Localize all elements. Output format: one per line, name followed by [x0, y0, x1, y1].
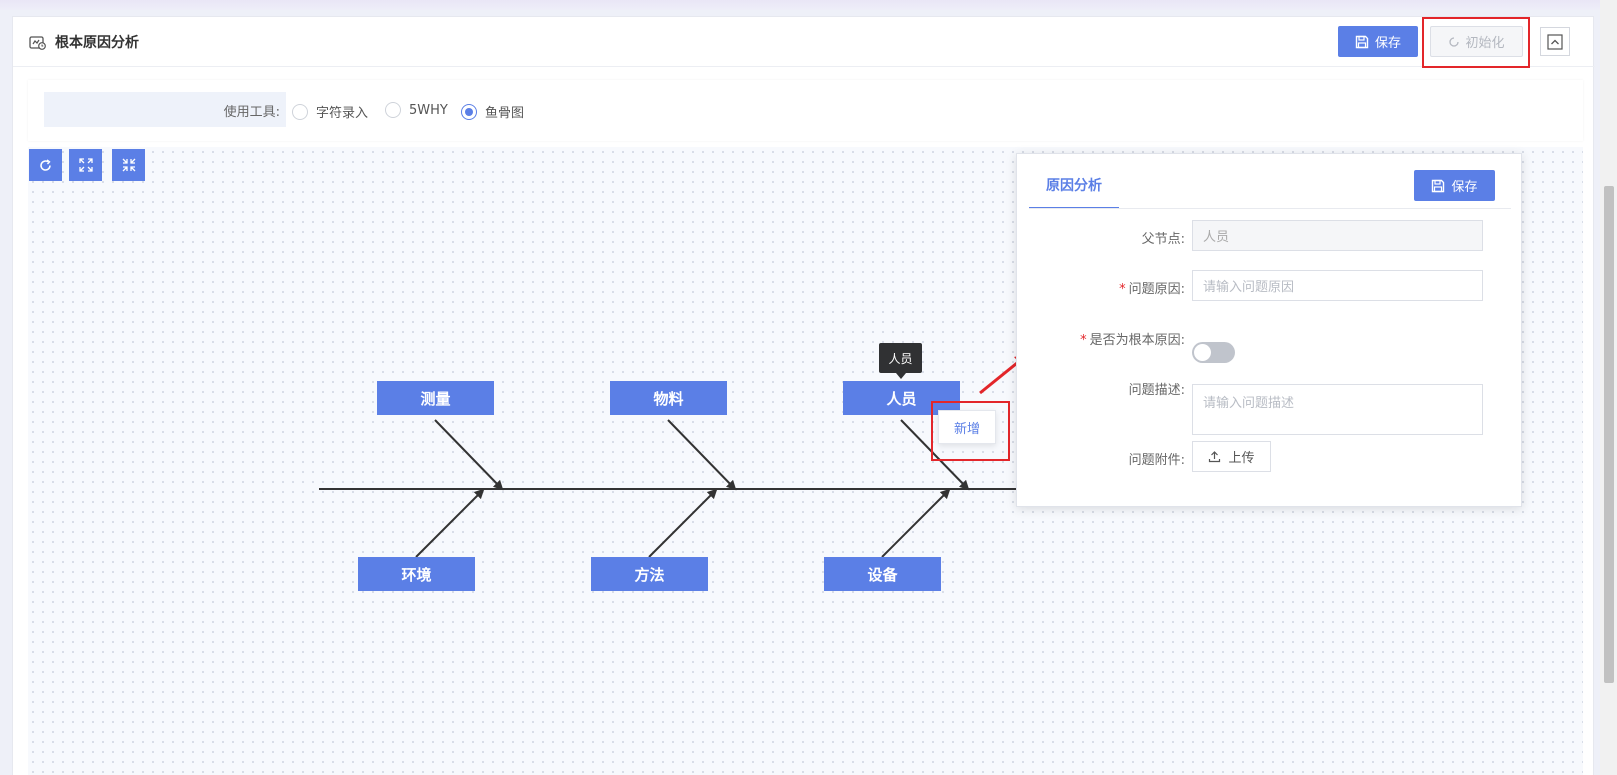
radio-circle: [292, 103, 308, 120]
scrollbar-thumb[interactable]: [1604, 186, 1614, 683]
upload-label: 上传: [1228, 451, 1255, 466]
chevron-up-icon: [1547, 33, 1563, 50]
cause-label-row: *问题原因:: [1119, 278, 1185, 297]
save-icon: [1355, 35, 1369, 48]
radio-5why[interactable]: 5WHY: [385, 102, 448, 118]
bone-equipment: [881, 488, 951, 558]
parent-node-label: 父节点:: [1141, 232, 1185, 247]
cause-placeholder: 请输入问题原因: [1203, 280, 1295, 295]
highlight-box: [931, 401, 1010, 461]
upload-button[interactable]: 上传: [1192, 441, 1271, 472]
radio-circle-checked: [461, 103, 477, 120]
refresh-icon: [1449, 36, 1460, 47]
desc-placeholder: 请输入问题描述: [1203, 396, 1295, 411]
tab-cause-analysis[interactable]: 原因分析: [1029, 162, 1119, 209]
radio-label: 鱼骨图: [485, 106, 525, 121]
radio-fishbone[interactable]: 鱼骨图: [461, 102, 524, 121]
cause-label: 问题原因:: [1128, 282, 1185, 297]
root-cause-panel: 根本原因分析 保存 初始化 使用工具:: [12, 16, 1595, 775]
root-cause-label-row: *是否为根本原因:: [1080, 329, 1185, 348]
radio-text-entry[interactable]: 字符录入: [292, 102, 368, 121]
init-label: 初始化: [1465, 36, 1505, 51]
radio-label: 字符录入: [316, 106, 369, 121]
compress-button[interactable]: [112, 149, 145, 181]
required-mark: *: [1119, 282, 1126, 297]
node-equipment[interactable]: 设备: [824, 557, 941, 591]
top-strip: [0, 0, 1617, 10]
node-measure[interactable]: 测量: [377, 381, 494, 415]
radio-circle: [385, 102, 401, 118]
init-button[interactable]: 初始化: [1430, 26, 1523, 57]
compress-icon: [122, 158, 135, 172]
panel-header: 根本原因分析 保存 初始化: [13, 17, 1595, 68]
desc-label: 问题描述:: [1128, 383, 1185, 398]
refresh-icon: [40, 158, 51, 171]
bone-environment: [415, 488, 485, 558]
save-icon: [1432, 179, 1445, 192]
save-label: 保存: [1451, 180, 1478, 195]
save-button[interactable]: 保存: [1338, 26, 1418, 57]
highlight-box: [1422, 17, 1530, 68]
tool-selector-row: 使用工具: 字符录入 5WHY 鱼骨图: [28, 80, 1583, 141]
expand-icon: [78, 158, 93, 172]
attach-label: 问题附件:: [1128, 453, 1185, 468]
bone-method: [648, 488, 718, 558]
save-label: 保存: [1374, 36, 1401, 51]
page-scrollbar[interactable]: [1600, 0, 1617, 775]
desc-textarea[interactable]: 请输入问题描述: [1192, 384, 1483, 435]
node-environment[interactable]: 环境: [358, 557, 475, 591]
page-title: 根本原因分析: [55, 35, 139, 51]
upload-icon: [1209, 451, 1221, 463]
form-save-button[interactable]: 保存: [1414, 170, 1495, 201]
node-material[interactable]: 物料: [610, 381, 727, 415]
root-cause-label: 是否为根本原因:: [1089, 333, 1185, 348]
parent-node-field[interactable]: 人员: [1192, 220, 1483, 251]
cause-input[interactable]: 请输入问题原因: [1192, 270, 1483, 301]
radio-label: 5WHY: [409, 102, 448, 118]
root-cause-toggle[interactable]: [1192, 342, 1235, 363]
analysis-icon: [29, 36, 46, 50]
tab-divider: [1029, 208, 1511, 209]
fishbone-lines: [319, 419, 1018, 558]
required-mark: *: [1080, 333, 1087, 348]
cause-analysis-form: 原因分析 保存 父节点: 人员 *问题原因: 请输入问题原因 *是否为根本原因:…: [1016, 153, 1522, 507]
tool-label: 使用工具:: [223, 105, 280, 120]
bone-person: [900, 419, 970, 491]
add-node-button[interactable]: 新增: [938, 410, 996, 444]
bone-measure: [434, 419, 504, 491]
node-method[interactable]: 方法: [591, 557, 708, 591]
collapse-button[interactable]: [1540, 27, 1570, 56]
tool-label-cell: 使用工具:: [44, 92, 286, 127]
bone-material: [667, 419, 737, 491]
node-tooltip: 人员: [879, 343, 922, 379]
parent-node-value: 人员: [1203, 230, 1230, 245]
node-person[interactable]: 人员: [843, 381, 960, 415]
refresh-button[interactable]: [29, 149, 62, 181]
expand-button[interactable]: [69, 149, 102, 181]
